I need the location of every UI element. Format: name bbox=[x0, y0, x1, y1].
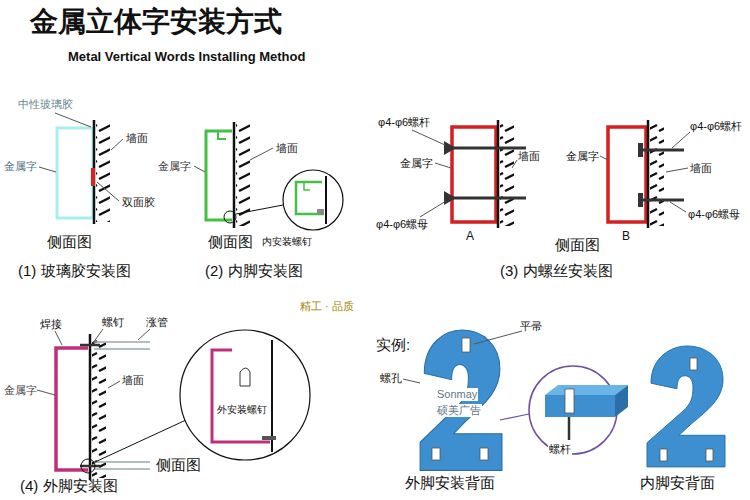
part-label: 平帚 bbox=[520, 320, 542, 333]
part-label: 实例: bbox=[376, 336, 410, 353]
part-label: 金属字 bbox=[566, 150, 599, 163]
part-label: (3) 内螺丝安装图 bbox=[500, 262, 613, 279]
inner-foot-panel bbox=[194, 122, 343, 230]
part-label: 螺钉 bbox=[102, 316, 124, 329]
part-label: 螺孔 bbox=[380, 372, 402, 385]
part-label: (2) 内脚安装图 bbox=[205, 262, 303, 279]
part-label: 金属字 bbox=[158, 160, 191, 173]
part-label: 硕美广告 bbox=[436, 404, 482, 417]
page-title: 金属立体字安装方式 bbox=[30, 6, 282, 38]
part-label: φ4-φ6螺杆 bbox=[378, 116, 430, 129]
part-label: (4) 外脚安装图 bbox=[20, 477, 118, 494]
part-label: 侧面图 bbox=[156, 456, 201, 473]
part-label: φ4-φ6螺杆 bbox=[690, 120, 742, 133]
stud-panel-b bbox=[600, 120, 690, 228]
example-figures bbox=[403, 330, 725, 470]
part-label: 精工 · 品质 bbox=[300, 300, 354, 313]
part-label: 外安装螺钉 bbox=[216, 404, 268, 416]
part-label: 墙面 bbox=[126, 132, 148, 145]
part-label: 侧面图 bbox=[47, 233, 92, 250]
part-label: 侧面图 bbox=[208, 233, 253, 250]
part-label: 墙面 bbox=[276, 142, 298, 155]
part-label: φ4-φ6螺母 bbox=[688, 208, 740, 221]
part-label: 内脚安背面 bbox=[640, 474, 715, 491]
glue-panel bbox=[39, 113, 123, 224]
part-label: 侧面图 bbox=[555, 236, 600, 253]
part-label: 金属字 bbox=[4, 384, 37, 397]
part-label: 涨管 bbox=[146, 316, 168, 329]
part-label: 螺杆 bbox=[548, 443, 572, 456]
outer-foot-panel bbox=[37, 329, 310, 480]
part-label: B bbox=[622, 230, 630, 244]
part-label: 墙面 bbox=[518, 150, 540, 163]
stud-panel-a bbox=[412, 120, 526, 228]
part-label: 内安装螺钉 bbox=[262, 236, 312, 248]
part-label: 金属字 bbox=[4, 160, 37, 173]
part-label: 外脚安装背面 bbox=[405, 474, 495, 491]
part-label: 焊接 bbox=[40, 318, 62, 331]
part-label: Sonmay bbox=[436, 388, 478, 401]
part-label: 中性玻璃胶 bbox=[18, 98, 73, 111]
part-label: 墙面 bbox=[690, 162, 712, 175]
part-label: A bbox=[466, 230, 474, 244]
part-label: Metal Vertical Words Installing Method bbox=[68, 50, 305, 65]
part-label: 金属字 bbox=[400, 157, 433, 170]
part-label: 墙面 bbox=[122, 374, 144, 387]
part-label: (1) 玻璃胶安装图 bbox=[18, 262, 131, 279]
part-label: φ4-φ6螺母 bbox=[376, 218, 428, 231]
part-label: 双面胶 bbox=[122, 196, 155, 209]
